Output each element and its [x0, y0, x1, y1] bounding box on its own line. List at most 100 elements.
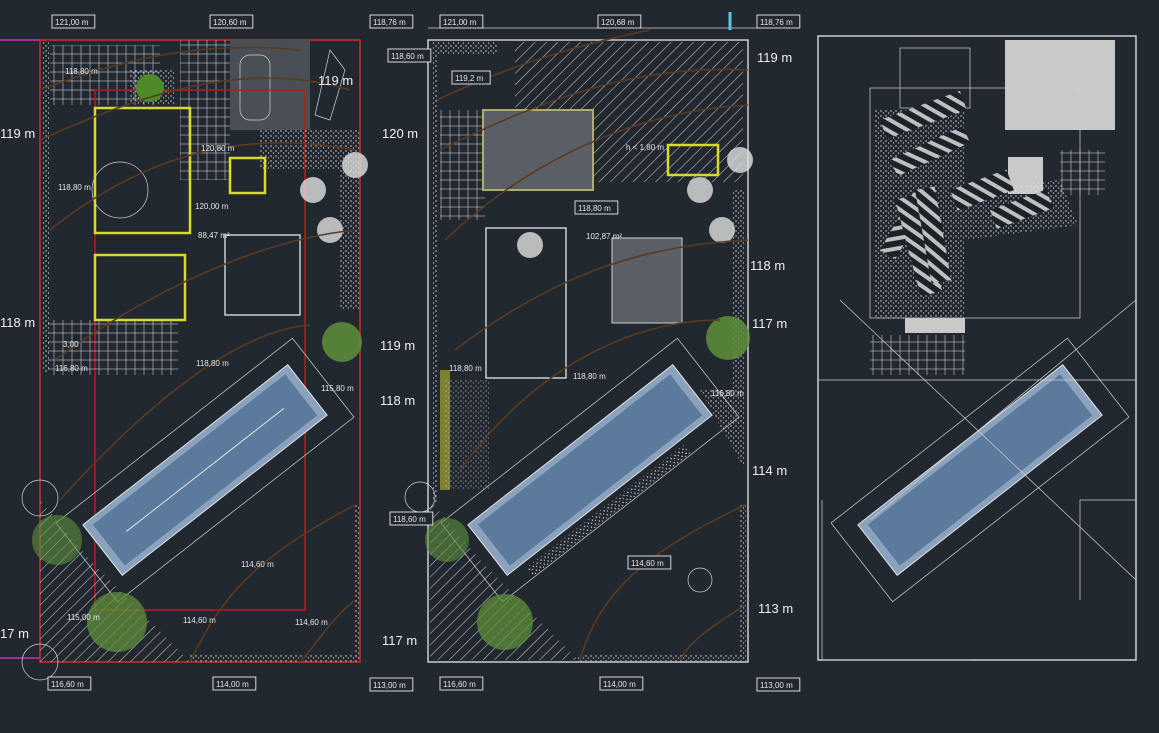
label-box — [756, 677, 801, 692]
gravel-bed — [340, 170, 360, 310]
elevation-label-text: 113,00 m — [760, 681, 793, 690]
contour-level-label: 117 m — [752, 316, 787, 331]
lot-boundary — [817, 35, 1137, 661]
contour-line — [299, 599, 356, 663]
elevation-label: 120,80 m — [201, 144, 235, 153]
elevation-label: 121,00 m — [51, 14, 96, 29]
paving — [870, 335, 965, 375]
contour-line — [439, 68, 749, 151]
elevation-label-text: 120,68 m — [601, 18, 635, 27]
contour-level-label: 118 m — [750, 258, 785, 273]
hatched-lawn — [430, 500, 578, 660]
site-lines — [818, 299, 1137, 581]
elevation-label-text: 114,00 m — [603, 680, 636, 689]
elevation-label-text: 119,2 m — [455, 74, 484, 83]
gravel-bed — [445, 380, 490, 490]
elevation-label: 121,00 m — [439, 14, 484, 29]
label-box — [209, 14, 254, 29]
label-box — [212, 676, 257, 691]
contour-line — [59, 324, 311, 501]
lot-boundary — [427, 39, 749, 663]
gravel-strip — [432, 42, 437, 502]
elevation-label: 114,60 m — [295, 618, 328, 627]
elevation-label-text: 3,00 — [63, 340, 79, 349]
tree-icon — [32, 515, 82, 565]
label-box — [47, 676, 92, 691]
site-plan-1 — [0, 39, 368, 681]
elevation-label: 116,80 m — [55, 364, 88, 373]
contour-level-label: 119 m — [380, 338, 415, 353]
palm-icon — [317, 217, 343, 243]
contour-level-label: 120 m — [382, 126, 418, 141]
gravel-edge — [740, 505, 746, 660]
elevation-label: 120,00 m — [195, 202, 229, 211]
tree-icon — [425, 518, 469, 562]
swimming-pool — [440, 337, 740, 603]
elevation-label: 118,80 m — [449, 364, 482, 373]
label-box — [389, 511, 434, 526]
elevation-label: 114,00 m — [599, 676, 644, 691]
elevation-label: 113,00 m — [756, 677, 801, 692]
elevation-label: 116,60 m — [439, 676, 484, 691]
palm-icon — [300, 177, 326, 203]
elevation-label: 119,2 m — [451, 70, 491, 85]
contour-level-label: 117 m — [382, 633, 417, 648]
palm-icon — [342, 152, 368, 178]
elevation-label: 118,60 m — [389, 511, 434, 526]
elevation-label-text: 118,76 m — [373, 18, 406, 27]
label-box — [439, 676, 484, 691]
door-swing — [91, 161, 149, 219]
label-box — [387, 48, 432, 63]
palm-icon — [727, 147, 753, 173]
elevation-label: 118,80 m — [573, 372, 606, 381]
elevation-label: 118,76 m — [756, 14, 801, 29]
roof-slab — [905, 318, 965, 333]
contour-level-label: 119 m — [757, 50, 792, 65]
elevation-label: h < 1,80 m — [626, 143, 664, 152]
contour-line — [444, 104, 749, 241]
elevation-label: 3,00 — [63, 340, 79, 349]
label-box — [599, 676, 644, 691]
elevation-label-text: 116,80 m — [711, 389, 744, 398]
elevation-label: 115,00 m — [67, 613, 100, 622]
elevation-label-text: 118,60 m — [391, 52, 424, 61]
roof-slab — [1005, 40, 1115, 130]
elevation-label-text: 88,47 m² — [198, 231, 230, 240]
contour-line — [39, 46, 301, 91]
elevation-label-text: 121,00 m — [443, 18, 477, 27]
elevation-label: 120,68 m — [597, 14, 642, 29]
elevation-label: 116,80 m — [711, 389, 744, 398]
elevation-label: 120,60 m — [209, 14, 254, 29]
elevation-labels: 121,00 m 120,60 m 118,76 m 118,80 m 120,80 m… — [0, 14, 801, 692]
elevation-label-text: 118,80 m — [573, 372, 606, 381]
contour-line — [54, 229, 356, 361]
contour-level-label: 118 m — [0, 315, 35, 330]
elevation-label-text: 114,00 m — [216, 680, 249, 689]
survey-marker — [404, 481, 436, 513]
site-lines — [821, 499, 1136, 661]
elevation-label-text: 118,76 m — [760, 18, 793, 27]
swimming-pool — [830, 337, 1130, 603]
palm-icon — [517, 232, 543, 258]
stair-core — [666, 143, 720, 177]
contour-line — [454, 239, 749, 351]
label-box — [597, 14, 642, 29]
contour-level-label: 119 m — [318, 73, 353, 88]
label-box — [439, 14, 484, 29]
elevation-label-text: 115,80 m — [321, 384, 354, 393]
contour-line — [679, 604, 746, 661]
label-box — [756, 14, 801, 29]
elevation-label-text: 116,60 m — [51, 680, 84, 689]
stair-core — [228, 156, 267, 195]
paving — [440, 110, 485, 220]
elevation-label-text: 114,60 m — [183, 616, 216, 625]
contour-level-label: 113 m — [758, 601, 793, 616]
elevation-label-text: 118,80 m — [196, 359, 229, 368]
elevation-label: 114,60 m — [627, 555, 672, 570]
elevation-label: 102,87 m² — [586, 232, 622, 241]
label-box — [51, 14, 96, 29]
elevation-label-text: 116,80 m — [55, 364, 88, 373]
elevation-label-text: 114,60 m — [295, 618, 328, 627]
paving — [180, 40, 230, 180]
